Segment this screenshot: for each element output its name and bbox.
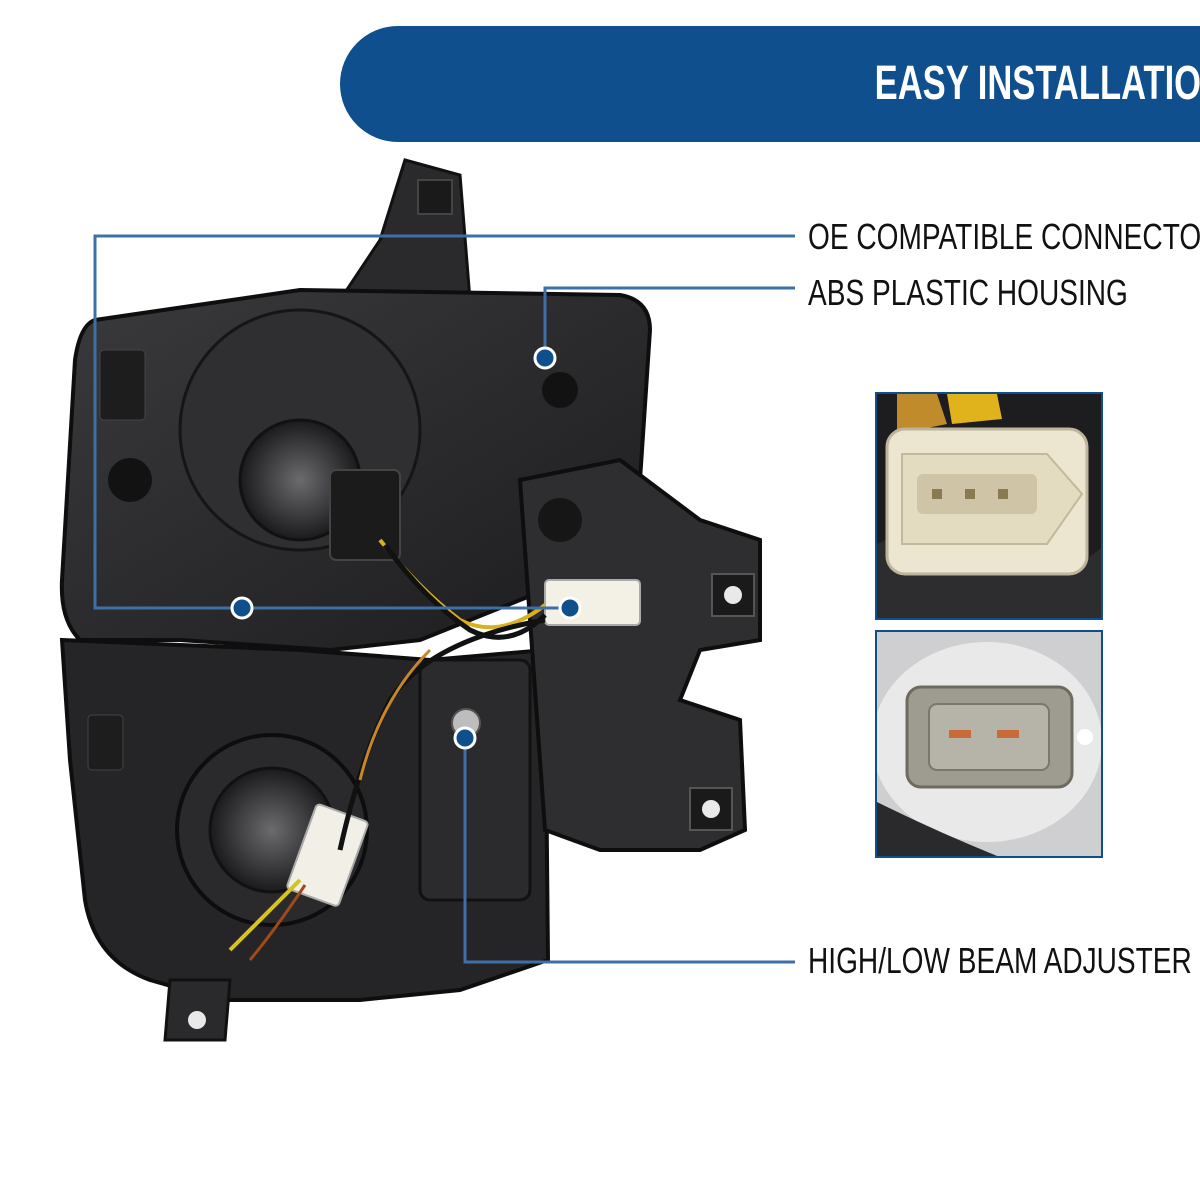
callout-lines (93, 234, 795, 964)
callout-line-adjuster (463, 738, 795, 964)
callout-line-connectors (93, 234, 795, 610)
marker-adjuster (453, 726, 477, 750)
header-banner: EASY INSTALLATION (340, 26, 1200, 142)
banner-title: EASY INSTALLATION (874, 57, 1200, 110)
callout-label-connectors: OE COMPATIBLE CONNECTORS (808, 216, 1200, 257)
marker-connector-right (558, 596, 582, 620)
housing (59, 158, 762, 1042)
marker-connector-left (230, 596, 254, 620)
inset-photo-three-pin-connector (875, 392, 1103, 620)
callout-markers (230, 346, 582, 750)
marker-housing (533, 346, 557, 370)
callout-label-adjuster: HIGH/LOW BEAM ADJUSTER (808, 940, 1192, 981)
callout-label-housing: ABS PLASTIC HOUSING (808, 272, 1128, 313)
inset-photo-two-pin-connector (875, 630, 1103, 858)
callout-line-housing (543, 286, 795, 358)
